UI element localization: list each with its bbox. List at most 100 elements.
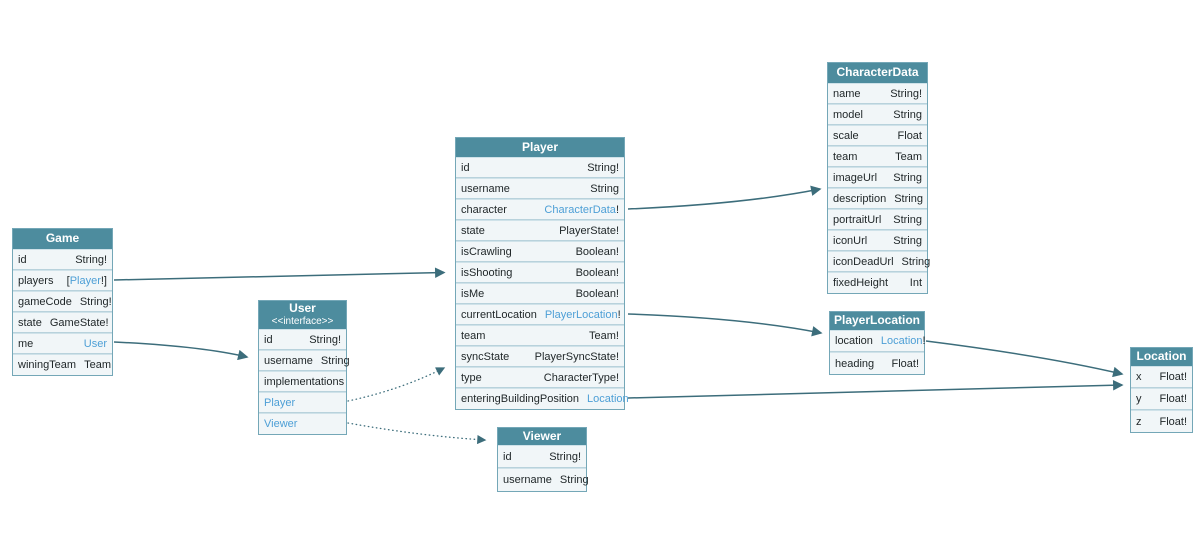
table-title: Game	[45, 231, 80, 246]
type-link-Location[interactable]: Location	[880, 335, 923, 347]
field-name: id	[264, 333, 273, 346]
field-type[interactable]: CharacterData!	[544, 204, 619, 216]
field-type[interactable]: User	[84, 338, 107, 350]
field-name: winingTeam	[18, 359, 77, 371]
implementation-link[interactable]: Player	[264, 396, 296, 409]
table-header-player[interactable]: Player	[456, 138, 624, 157]
type-punctuation: !	[615, 203, 619, 216]
field-name: currentLocation	[461, 308, 537, 321]
type-link-CharacterData[interactable]: CharacterData	[544, 203, 616, 216]
field-name: x	[1136, 371, 1142, 383]
type-punctuation: [	[66, 274, 70, 287]
field-type: String!	[890, 87, 922, 100]
field-row-winingTeam[interactable]: winingTeam Team	[13, 354, 112, 375]
type-link-Player[interactable]: Player	[69, 274, 101, 287]
table-subtitle: <<interface>>	[271, 316, 334, 328]
field-name: gameCode	[18, 295, 72, 308]
field-name: enteringBuildingPosition	[461, 393, 580, 405]
table-header-viewer[interactable]: Viewer	[498, 428, 586, 445]
field-row-Player[interactable]: Player	[259, 392, 346, 413]
field-row-id[interactable]: id String!	[259, 329, 346, 350]
field-type: String	[893, 108, 922, 121]
field-row-currentLocation[interactable]: currentLocation PlayerLocation!	[456, 304, 624, 325]
field-row-x[interactable]: x Float!	[1131, 366, 1192, 388]
field-type: String!	[549, 450, 581, 463]
field-type: String!	[309, 333, 341, 346]
field-type: Float!	[1159, 371, 1187, 383]
field-name: iconUrl	[833, 234, 868, 247]
field-row-isMe[interactable]: isMe Boolean!	[456, 283, 624, 304]
type-link-User[interactable]: User	[83, 337, 107, 350]
field-type[interactable]: Location	[587, 393, 629, 405]
field-row-character[interactable]: character CharacterData!	[456, 199, 624, 220]
field-row-players[interactable]: players[Player!]	[13, 270, 112, 291]
field-name: isMe	[461, 287, 485, 300]
table-title: Viewer	[522, 428, 562, 443]
field-name: id	[461, 161, 470, 174]
field-row-Viewer[interactable]: Viewer	[259, 413, 346, 434]
type-punctuation: !	[922, 335, 926, 347]
field-name: heading	[835, 357, 875, 370]
field-row-enteringBuildingPosition[interactable]: enteringBuildingPosition Location	[456, 388, 629, 409]
table-header-characterdata[interactable]: CharacterData	[828, 63, 927, 83]
field-row-implementations[interactable]: implementations	[259, 371, 346, 392]
table-header-location[interactable]: Location	[1131, 348, 1192, 366]
field-name: character	[461, 203, 507, 216]
implementation-link[interactable]: Viewer	[264, 418, 298, 430]
field-type[interactable]: Location!	[881, 335, 926, 347]
field-type: Float!	[1159, 393, 1187, 405]
type-link-PlayerLocation[interactable]: PlayerLocation	[544, 308, 618, 321]
type-punctuation: !	[617, 308, 621, 321]
table-header-playerlocation[interactable]: PlayerLocation	[830, 312, 924, 330]
table-header-game[interactable]: Game	[13, 229, 112, 249]
field-name: imageUrl	[833, 171, 878, 184]
type-punctuation: !]	[100, 274, 107, 287]
field-name: scale	[833, 129, 859, 142]
table-title: PlayerLocation	[833, 313, 921, 328]
field-name: implementations	[264, 375, 345, 388]
field-name: id	[18, 253, 27, 266]
field-type[interactable]: [Player!]	[67, 275, 107, 287]
field-name: team	[461, 329, 486, 342]
field-type: Boolean!	[575, 287, 619, 300]
field-name: z	[1136, 415, 1142, 428]
field-row-iconUrl[interactable]: iconUrl String	[828, 230, 927, 251]
field-type: Team	[84, 359, 111, 371]
field-name: username	[503, 474, 552, 486]
field-type[interactable]: PlayerLocation!	[545, 309, 621, 321]
field-type: String	[893, 234, 922, 247]
table-header-user[interactable]: User<<interface>>	[259, 301, 346, 329]
type-link-Location[interactable]: Location	[587, 393, 629, 405]
